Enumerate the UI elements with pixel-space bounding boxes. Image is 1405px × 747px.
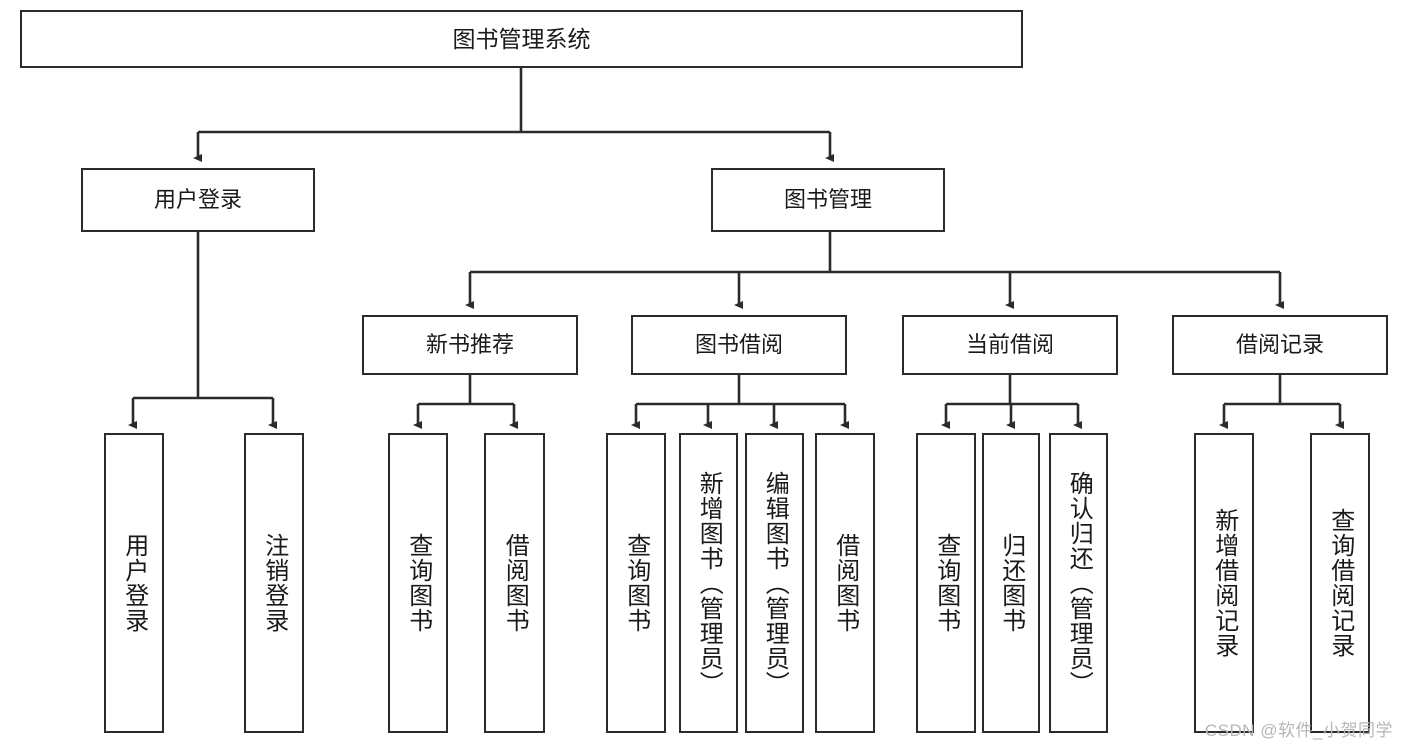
node-borrow-record[interactable]: 借阅记录 [1172,315,1388,375]
node-label: 新书推荐 [425,332,514,358]
node-label: 新增图书（管理员） [695,470,723,696]
node-label: 用户登录 [153,187,242,213]
leaf-query-book-3[interactable]: 查询图书 [916,433,976,733]
watermark-text: CSDN @软件_小贺同学 [1204,721,1393,740]
node-label: 借阅图书 [501,533,529,633]
node-label: 借阅图书 [831,533,859,633]
leaf-borrow-book-2[interactable]: 借阅图书 [815,433,875,733]
node-current-borrow[interactable]: 当前借阅 [902,315,1118,375]
leaf-confirm-return-admin[interactable]: 确认归还（管理员） [1049,433,1108,733]
leaf-borrow-book-1[interactable]: 借阅图书 [484,433,545,733]
node-label: 查询图书 [622,533,650,633]
leaf-query-borrow-record[interactable]: 查询借阅记录 [1310,433,1370,733]
leaf-add-borrow-record[interactable]: 新增借阅记录 [1194,433,1254,733]
node-label: 编辑图书（管理员） [761,470,789,696]
leaf-logout-login[interactable]: 注销登录 [244,433,304,733]
node-label: 注销登录 [260,533,288,633]
leaf-add-book-admin[interactable]: 新增图书（管理员） [679,433,738,733]
node-label: 确认归还（管理员） [1065,470,1093,696]
node-label: 查询图书 [404,533,432,633]
node-label: 新增借阅记录 [1210,508,1238,658]
leaf-query-book-2[interactable]: 查询图书 [606,433,666,733]
node-label: 借阅记录 [1235,332,1324,358]
node-root-system[interactable]: 图书管理系统 [20,10,1023,68]
node-label: 当前借阅 [965,332,1054,358]
node-book-borrow[interactable]: 图书借阅 [631,315,847,375]
leaf-edit-book-admin[interactable]: 编辑图书（管理员） [745,433,804,733]
node-new-book-recommend[interactable]: 新书推荐 [362,315,578,375]
node-label: 图书管理 [783,187,872,213]
node-label: 用户登录 [120,533,148,633]
leaf-return-book[interactable]: 归还图书 [982,433,1040,733]
node-label: 查询图书 [932,533,960,633]
node-book-management[interactable]: 图书管理 [711,168,945,232]
node-label: 图书借阅 [694,332,783,358]
leaf-query-book-1[interactable]: 查询图书 [388,433,448,733]
node-user-login[interactable]: 用户登录 [81,168,315,232]
leaf-user-login[interactable]: 用户登录 [104,433,164,733]
node-label: 查询借阅记录 [1326,508,1354,658]
node-label: 图书管理系统 [452,25,591,52]
node-label: 归还图书 [997,533,1025,633]
